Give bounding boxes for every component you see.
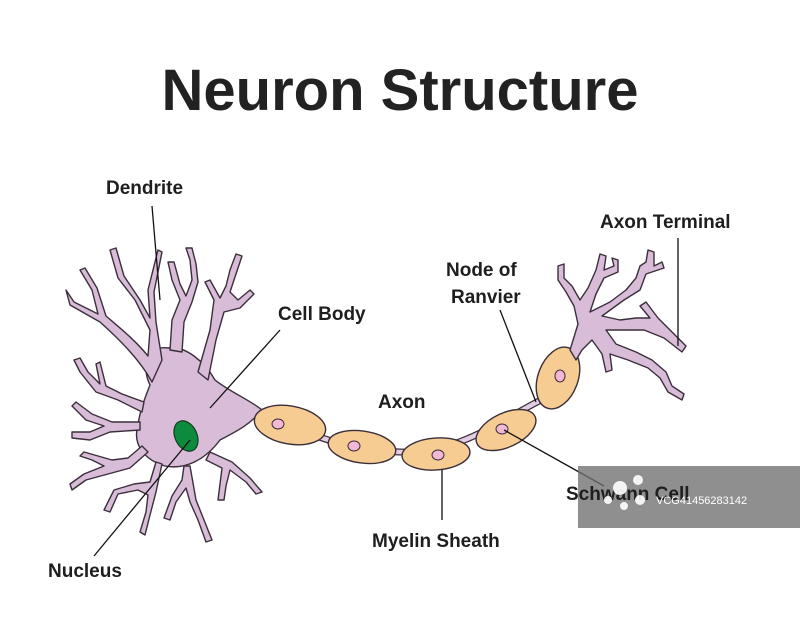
- label-dendrite: Dendrite: [106, 178, 183, 199]
- dendrite-branch: [71, 401, 141, 441]
- nucleus-shape: [173, 420, 199, 452]
- schwann-cell-segment: [327, 429, 397, 465]
- nucleus-leader: [93, 439, 191, 557]
- cell-body-leader: [209, 329, 281, 409]
- schwann-cell-segment: [253, 404, 327, 446]
- dendrite-branch: [163, 465, 213, 543]
- label-myelin-sheath: Myelin Sheath: [372, 531, 500, 552]
- label-axon: Axon: [378, 392, 426, 413]
- page-title: Neuron Structure: [162, 58, 639, 123]
- label-cell-body: Cell Body: [278, 304, 366, 325]
- watermark-band: [578, 466, 800, 528]
- dendrite-leader: [151, 205, 161, 301]
- dendrite-branch: [197, 253, 255, 381]
- dendrite-branch: [167, 247, 199, 353]
- label-schwann-cell: Schwann Cell: [566, 484, 690, 505]
- dendrite-branch: [103, 461, 163, 536]
- dendrite-branch: [65, 247, 163, 383]
- label-nucleus: Nucleus: [48, 561, 122, 582]
- dendrite-branch: [73, 357, 145, 413]
- label-node-of-ranvier-line1: Node of: [446, 260, 517, 281]
- watermark-text: VCG41456283142: [656, 495, 747, 507]
- label-axon-terminal: Axon Terminal: [600, 212, 731, 233]
- schwann-cell-nuclei: [271, 369, 566, 461]
- label-node-of-ranvier-line2: Ranvier: [451, 287, 521, 308]
- dendrite-branch: [69, 445, 149, 491]
- watermark-logo-icon: [604, 475, 645, 510]
- cell-body-with-dendrites: [65, 247, 263, 543]
- dendrite-branch: [205, 451, 263, 501]
- node-of-ranvier-leader: [499, 309, 537, 403]
- axon-terminal-branches: [557, 249, 687, 401]
